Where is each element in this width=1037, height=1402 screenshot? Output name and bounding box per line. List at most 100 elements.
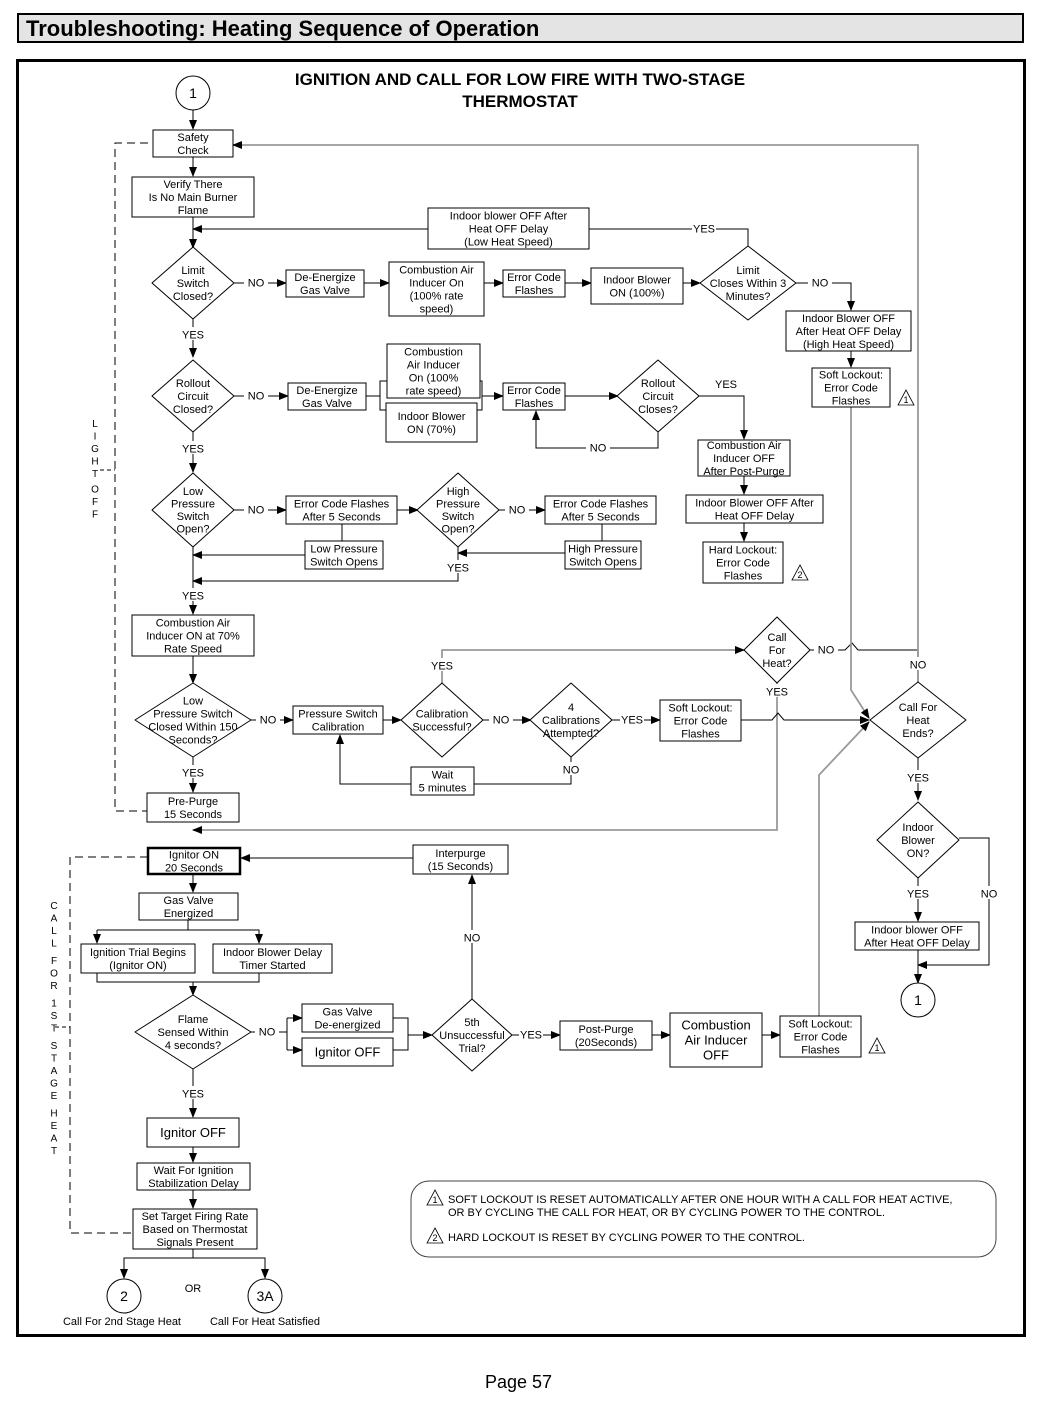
decision-calib_ok bbox=[400, 682, 484, 758]
side-label-light-off-letter: T bbox=[92, 469, 98, 480]
side-label-first-stage-letter: S bbox=[51, 1041, 58, 1052]
flow-label-bg bbox=[181, 327, 205, 340]
box-hard_lockout bbox=[702, 541, 784, 584]
decision-flame_sensed-text: 4 seconds? bbox=[165, 1040, 221, 1052]
box-ignitor_off_2 bbox=[146, 1117, 240, 1148]
side-label-first-stage-letter: L bbox=[51, 926, 57, 937]
decision-flame_sensed-text: Sensed Within bbox=[158, 1027, 229, 1039]
box-err_5s_high-text: After 5 Seconds bbox=[561, 511, 640, 523]
decision-limit_closed-text: Closed? bbox=[173, 291, 213, 303]
box-err_5s_high-text: Error Code Flashes bbox=[553, 498, 649, 510]
decision-calib_4-text: Calibrations bbox=[542, 715, 601, 727]
side-label-first-stage-letter: T bbox=[51, 1024, 57, 1035]
decision-rollout_closes-text: Closes? bbox=[638, 404, 678, 416]
box-high_ps_opens-text: Switch Opens bbox=[569, 556, 637, 568]
flow-label-bg bbox=[906, 886, 930, 899]
decision-hps_open bbox=[416, 472, 500, 548]
decision-calib_4-text: Attempted? bbox=[543, 728, 599, 740]
flow-label-bg bbox=[181, 765, 205, 778]
box-postpurge-text: Post-Purge bbox=[578, 1024, 633, 1036]
notes-marker-2-number: 2 bbox=[432, 1233, 437, 1243]
flow-label-bg bbox=[620, 712, 644, 725]
notes-box bbox=[410, 1180, 997, 1258]
or-label: OR bbox=[185, 1283, 202, 1295]
decision-call_for_heat bbox=[743, 616, 811, 684]
flow-label-no: NO bbox=[248, 278, 265, 290]
connector-3a bbox=[247, 1278, 283, 1314]
connector-line-gray bbox=[850, 407, 870, 719]
box-set_rate bbox=[132, 1208, 258, 1250]
box-deenergize_2 bbox=[287, 382, 367, 411]
box-postpurge bbox=[559, 1020, 653, 1051]
box-blower_off_low-text: Indoor blower OFF After bbox=[450, 210, 568, 222]
flow-label-bg bbox=[692, 221, 716, 234]
flow-label-yes: YES bbox=[766, 687, 788, 699]
side-label-first-stage-letter: T bbox=[51, 1146, 57, 1157]
decision-lps_150-text: Pressure Switch bbox=[153, 708, 232, 720]
flow-label-no: NO bbox=[464, 933, 481, 945]
connector-start-1 bbox=[175, 75, 211, 111]
notes-marker-1 bbox=[426, 1189, 444, 1206]
flow-label-yes: YES bbox=[182, 1089, 204, 1101]
flow-label-bg bbox=[181, 441, 205, 454]
decision-rollout_closes-text: Circuit bbox=[642, 391, 673, 403]
connector-line bbox=[366, 380, 387, 397]
decision-lps_open bbox=[151, 472, 235, 548]
box-soft_lockout_2-text: Soft Lockout: bbox=[668, 702, 732, 714]
box-blower_off_high-text: (High Heat Speed) bbox=[803, 339, 894, 351]
decision-limit_closed bbox=[151, 246, 235, 320]
box-deenergize_1-text: Gas Valve bbox=[300, 285, 350, 297]
box-soft_lockout_2-text: Error Code bbox=[674, 715, 728, 727]
decision-fifth_trial-text: 5th bbox=[464, 1017, 479, 1029]
decision-blower_on_q-text: ON? bbox=[907, 848, 930, 860]
box-ps_calibration bbox=[292, 705, 384, 735]
decision-calib_4 bbox=[529, 682, 613, 758]
connector-line bbox=[192, 547, 459, 585]
box-prepurge bbox=[146, 792, 240, 823]
box-blower_off_after bbox=[685, 494, 824, 524]
box-cai_off_postpurge-text: Combustion Air bbox=[707, 440, 782, 452]
box-ps_calibration-text: Pressure Switch bbox=[298, 708, 377, 720]
flow-label-bg bbox=[181, 1086, 205, 1099]
box-gv_deenergized-text: Gas Valve bbox=[323, 1006, 373, 1018]
side-label-light-off-letter: G bbox=[91, 444, 99, 455]
connector-line bbox=[379, 396, 387, 411]
decision-fifth_trial-text: Unsuccessful bbox=[439, 1030, 504, 1042]
decision-cfh_ends-text: Heat bbox=[906, 715, 929, 727]
note-marker-1a-number: 1 bbox=[903, 395, 908, 405]
box-hard_lockout-text: Hard Lockout: bbox=[709, 544, 777, 556]
box-cai_on_100b-text: rate speed) bbox=[406, 385, 462, 397]
box-err_5s_low-text: After 5 Seconds bbox=[302, 511, 381, 523]
box-soft_lockout_3-text: Soft Lockout: bbox=[788, 1018, 852, 1030]
decision-cfh_ends-text: Ends? bbox=[902, 728, 933, 740]
flow-label-yes: YES bbox=[715, 379, 737, 391]
box-gv_energized-text: Energized bbox=[164, 908, 214, 920]
box-wait_5-text: Wait bbox=[432, 769, 454, 781]
box-err_5s_low-text: Error Code Flashes bbox=[294, 498, 390, 510]
connector-line bbox=[393, 1017, 409, 1051]
side-label-first-stage-letter: 1 bbox=[51, 999, 57, 1010]
flow-label-bg bbox=[430, 658, 454, 671]
box-verify_flame-text: Flame bbox=[178, 205, 209, 217]
box-blower_on_70 bbox=[385, 402, 478, 443]
side-label-light-off-letter: H bbox=[91, 457, 98, 468]
flow-label-no: NO bbox=[260, 715, 277, 727]
decision-hps_open-text: Open? bbox=[441, 524, 474, 536]
side-label-first-stage-letter: O bbox=[50, 969, 58, 980]
decision-cfh_ends-text: Call For bbox=[899, 702, 938, 714]
box-blower_off_after-text: Heat OFF Delay bbox=[715, 510, 795, 522]
box-soft_lockout_1 bbox=[811, 367, 891, 408]
box-cai_on_100-text: (100% rate bbox=[410, 290, 464, 302]
connector-end-1 bbox=[900, 982, 936, 1018]
flow-label-bg bbox=[244, 275, 268, 288]
flow-label-bg bbox=[489, 712, 513, 725]
box-cai_on_100-text: speed) bbox=[420, 303, 454, 315]
box-cai_on_100b-text: On (100% bbox=[409, 372, 459, 384]
box-soft_lockout_3 bbox=[779, 1015, 862, 1058]
box-blower_delay-text: Timer Started bbox=[239, 960, 305, 972]
box-error_flash_1-text: Flashes bbox=[515, 285, 554, 297]
flow-label-yes: YES bbox=[447, 563, 469, 575]
box-blower_on_100-text: ON (100%) bbox=[609, 287, 664, 299]
box-verify_flame bbox=[131, 176, 255, 218]
note-marker-2 bbox=[791, 564, 809, 581]
